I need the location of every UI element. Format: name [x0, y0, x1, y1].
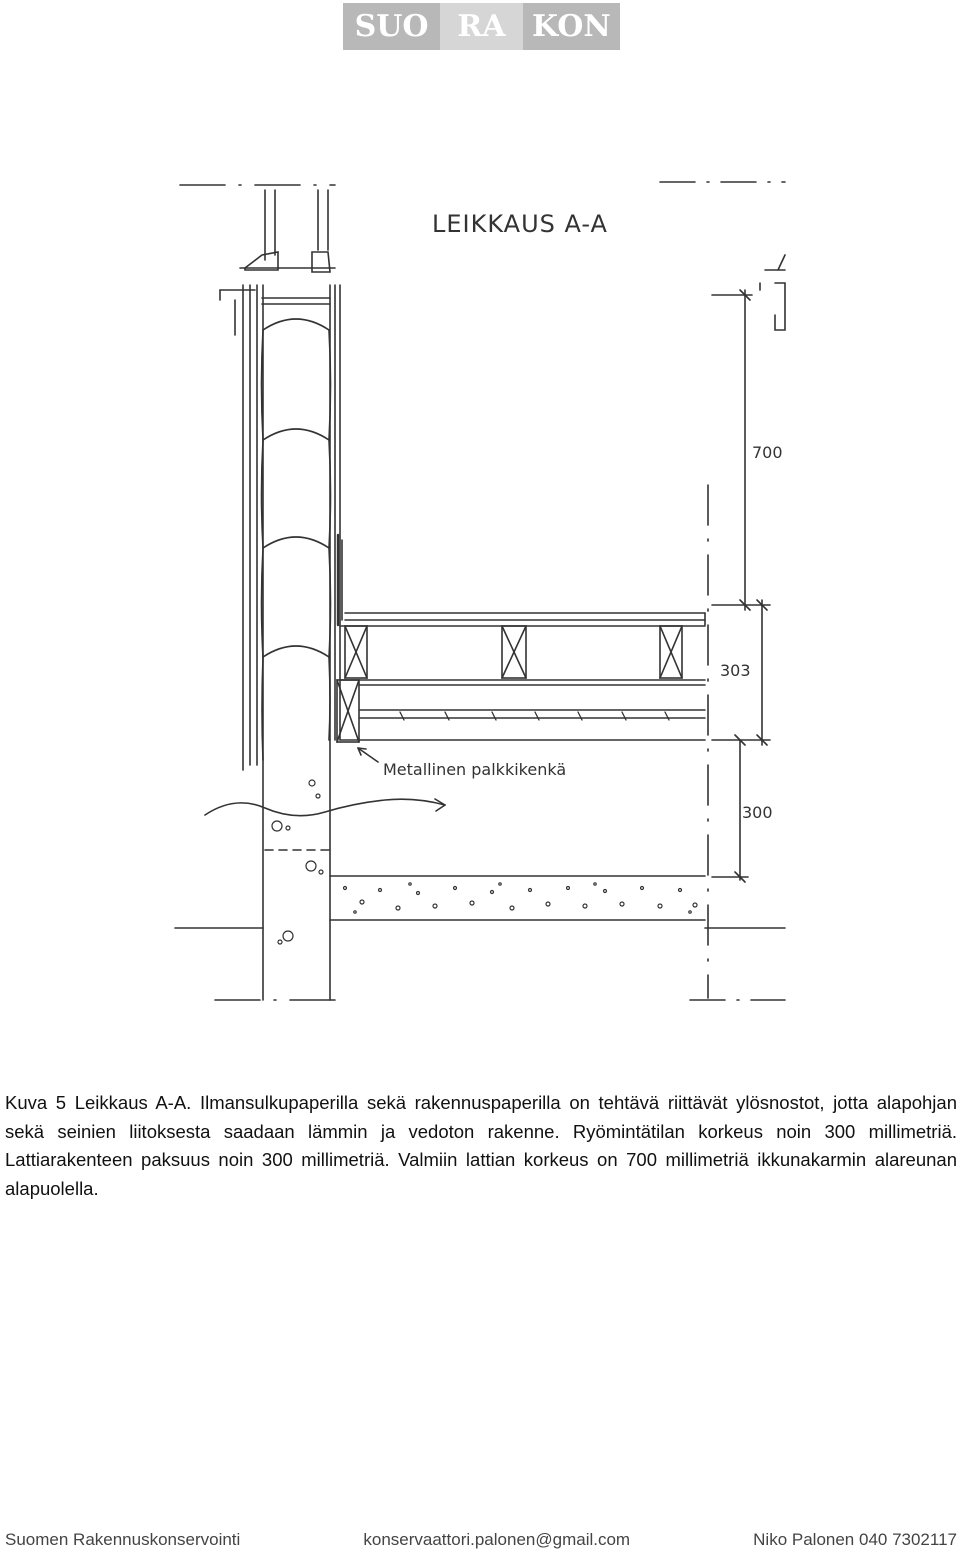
figure-caption: Kuva 5 Leikkaus A-A. Ilmansulkupaperilla…	[5, 1092, 957, 1199]
dimension-300: 300	[742, 803, 773, 822]
dimension-700: 700	[752, 443, 783, 462]
logo-part-ra: RA	[440, 3, 523, 50]
footer-contact: Niko Palonen 040 7302117	[753, 1530, 957, 1549]
drawing-title: LEIKKAUS A-A	[432, 210, 608, 238]
logo-part-kon: KON	[531, 9, 611, 44]
footer-email: konservaattori.palonen@gmail.com	[363, 1530, 631, 1549]
logo-part-suo: SUO	[354, 9, 429, 44]
dimension-303: 303	[720, 661, 751, 680]
footer-organization: Suomen Rakennuskonservointi	[5, 1530, 241, 1549]
section-drawing: LEIKKAUS A-A	[174, 181, 786, 1001]
page-footer: Suomen Rakennuskonservointi konservaatto…	[5, 1530, 957, 1550]
suorakon-logo: SUO RA KON	[343, 3, 620, 50]
label-metal-beam-shoe: Metallinen palkkikenkä	[383, 760, 566, 779]
